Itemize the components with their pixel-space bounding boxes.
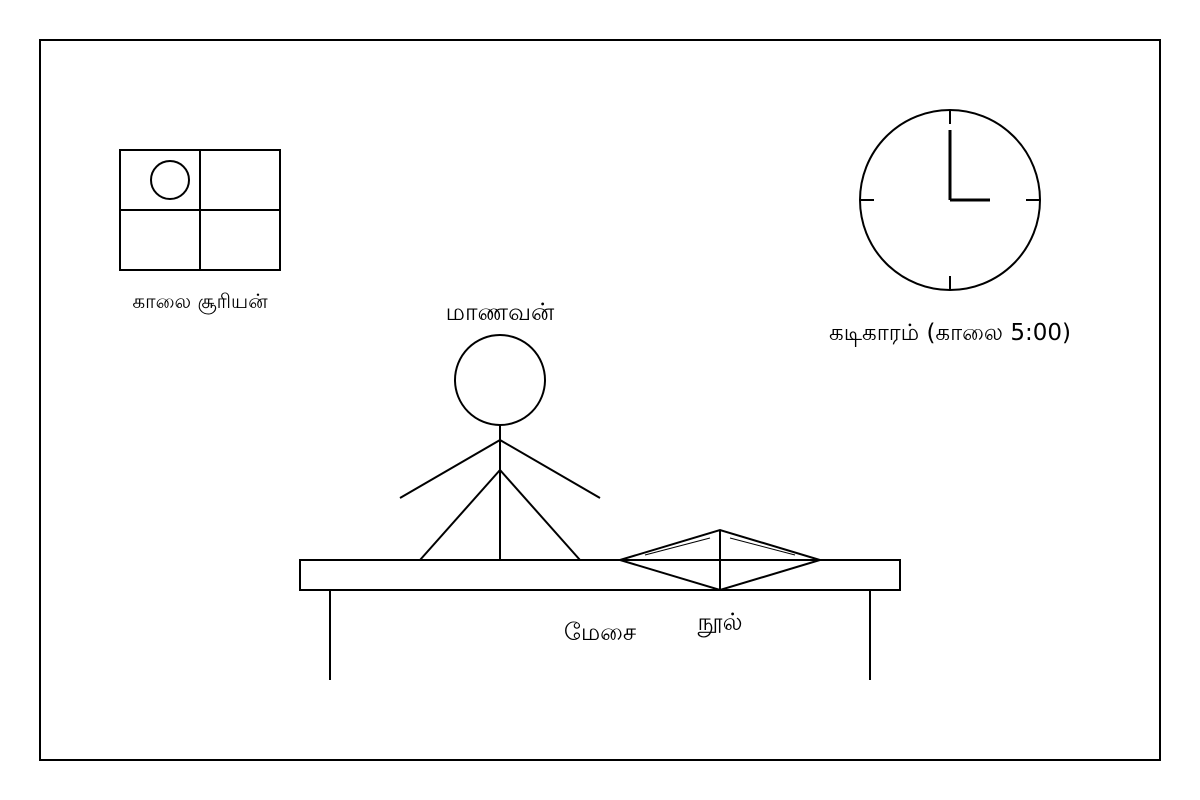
sun-label: காலை சூரியன் bbox=[132, 289, 268, 314]
outer-frame bbox=[39, 39, 1161, 761]
student-left-arm bbox=[399, 439, 501, 499]
student-right-leg bbox=[499, 469, 581, 561]
student-head bbox=[454, 334, 546, 426]
book-page-line-right bbox=[729, 537, 796, 556]
book-icon bbox=[616, 528, 824, 592]
table-top bbox=[299, 559, 901, 591]
student-right-arm bbox=[499, 439, 601, 499]
clock bbox=[859, 109, 1041, 291]
clock-label: கடிகாரம் (காலை 5:00) bbox=[829, 320, 1071, 347]
student-label: மாணவன் bbox=[446, 298, 555, 326]
table-label: மேசை bbox=[564, 618, 636, 646]
student-left-leg bbox=[419, 469, 501, 561]
book-label: நூல் bbox=[697, 608, 742, 637]
student-figure bbox=[399, 334, 601, 561]
book-page-line-left bbox=[644, 537, 711, 556]
window-with-sun bbox=[119, 149, 281, 271]
sun-icon bbox=[150, 160, 190, 200]
